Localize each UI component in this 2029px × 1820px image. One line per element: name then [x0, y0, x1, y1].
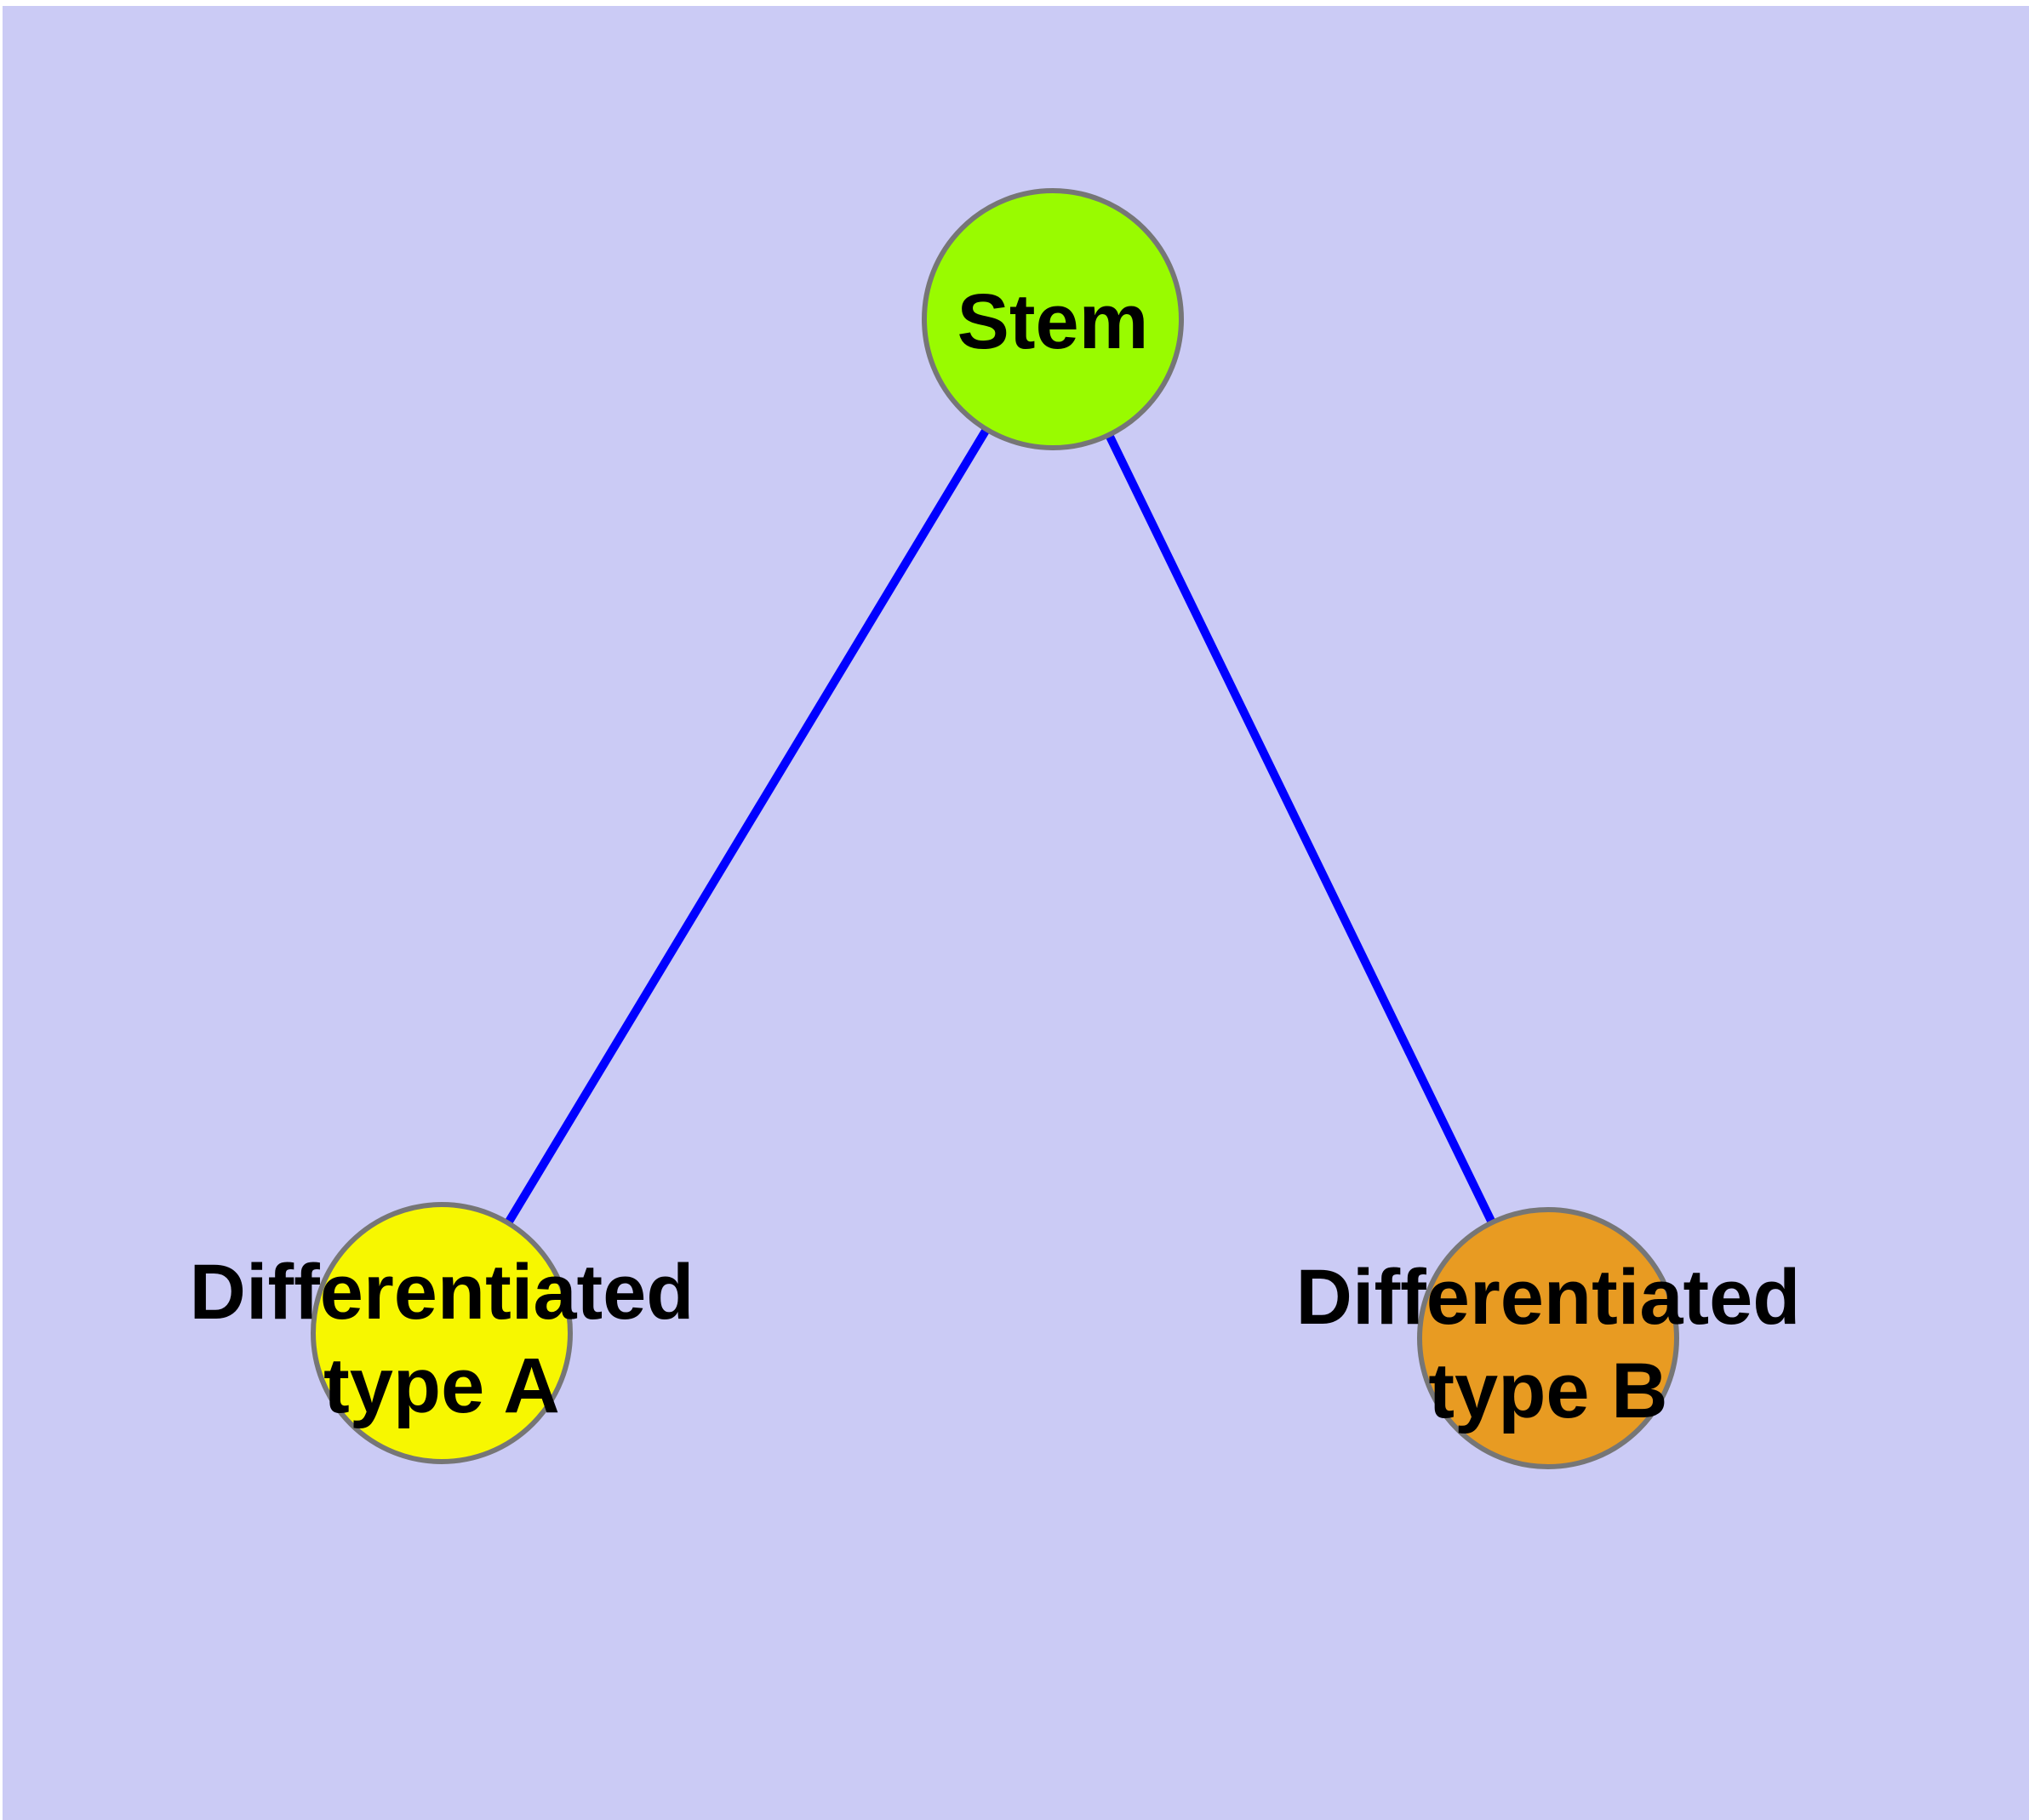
- edge-stem-diff-b: [1049, 317, 1552, 1341]
- edge-stem-diff-a: [437, 317, 1057, 1336]
- node-diff-a: [311, 1202, 573, 1464]
- node-diff-b: [1417, 1207, 1679, 1469]
- node-stem: [922, 188, 1184, 450]
- node-label-stem: Stem: [957, 278, 1149, 365]
